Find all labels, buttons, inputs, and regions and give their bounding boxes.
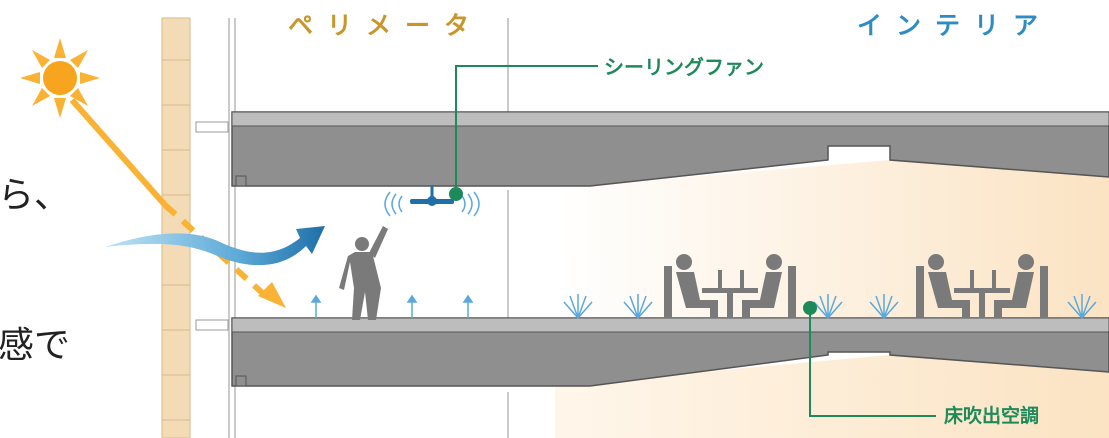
floor-air-label: 床吹出空調 bbox=[944, 405, 1040, 427]
ceiling-fan-label: シーリングファン bbox=[604, 55, 764, 79]
lower-slab bbox=[195, 317, 1109, 387]
floor-air-callout bbox=[803, 301, 936, 417]
sun-icon bbox=[20, 38, 100, 118]
floor-diffuser-icon bbox=[310, 294, 474, 318]
ceiling-fan-icon bbox=[384, 186, 480, 217]
cropped-text-2: 感で bbox=[0, 325, 71, 366]
standing-person-icon bbox=[339, 226, 388, 320]
sun-ray bbox=[69, 98, 286, 308]
ceiling-fan-callout bbox=[449, 65, 598, 201]
interior-glow-lower bbox=[555, 355, 1109, 438]
wind-arrow-icon bbox=[105, 226, 325, 266]
floor-diffuser-icon bbox=[563, 294, 1097, 319]
seated-workers-icon bbox=[664, 254, 796, 318]
upper-slab bbox=[195, 111, 1109, 187]
interior-label: インテリア bbox=[857, 11, 1053, 40]
cropped-text-1: ら、 bbox=[0, 175, 71, 216]
perimeter-label: ペリメータ bbox=[288, 11, 484, 40]
exterior-wall bbox=[161, 17, 191, 438]
seated-workers-icon bbox=[916, 254, 1048, 318]
